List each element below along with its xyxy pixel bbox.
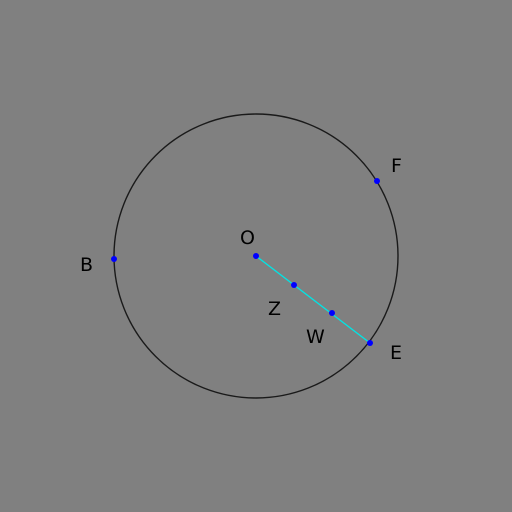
label-e: E [390, 342, 402, 364]
segment-o-e [255, 255, 371, 344]
label-w: W [306, 326, 325, 348]
label-z: Z [268, 298, 281, 320]
point-z [291, 282, 297, 288]
point-b [111, 256, 117, 262]
label-f: F [391, 155, 402, 177]
label-b: B [80, 254, 93, 276]
point-w [329, 310, 335, 316]
point-e [367, 340, 373, 346]
point-f [374, 178, 380, 184]
label-o: O [240, 227, 255, 249]
point-o [253, 253, 259, 259]
